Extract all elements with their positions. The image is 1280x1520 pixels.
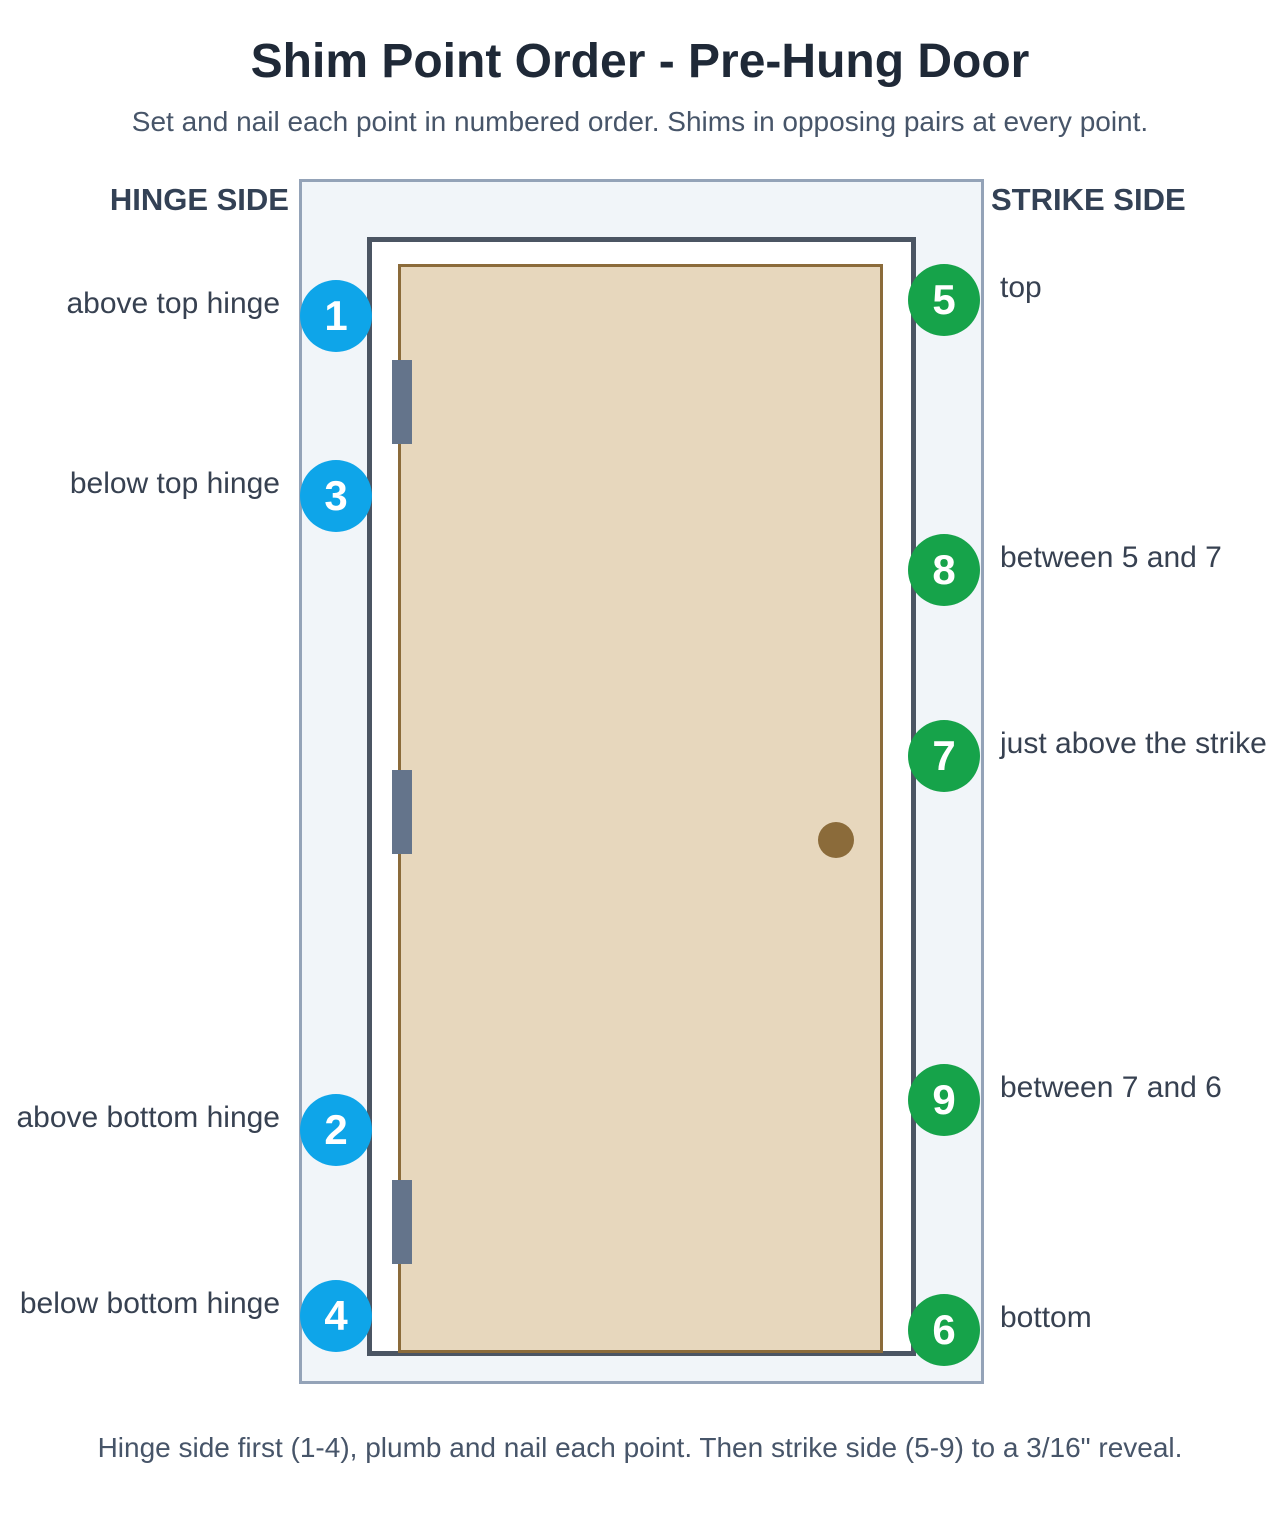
shim-label-9: between 7 and 6: [1000, 1071, 1222, 1104]
shim-label-2: above bottom hinge: [16, 1101, 280, 1134]
bottom-hinge: [392, 1180, 412, 1264]
shim-marker-5: 5: [908, 264, 980, 336]
shim-marker-8: 8: [908, 534, 980, 606]
shim-label-8: between 5 and 7: [1000, 541, 1222, 574]
door-slab: [398, 264, 883, 1353]
shim-label-7: just above the strike: [1000, 727, 1267, 760]
middle-hinge: [392, 770, 412, 854]
page-title: Shim Point Order - Pre-Hung Door: [250, 35, 1030, 88]
shim-label-4: below bottom hinge: [19, 1287, 280, 1320]
shim-marker-1: 1: [300, 280, 372, 352]
shim-label-1: above top hinge: [66, 287, 280, 320]
strike-side-label: STRIKE SIDE: [991, 182, 1186, 217]
shim-marker-9: 9: [908, 1064, 980, 1136]
shim-marker-4: 4: [300, 1280, 372, 1352]
door-knob: [818, 822, 854, 858]
shim-marker-6: 6: [908, 1294, 980, 1366]
top-hinge: [392, 360, 412, 444]
page-subtitle: Set and nail each point in numbered orde…: [131, 106, 1149, 137]
hinge-side-label: HINGE SIDE: [109, 182, 289, 217]
shim-marker-2: 2: [300, 1094, 372, 1166]
shim-marker-7: 7: [908, 720, 980, 792]
footer-note: Hinge side first (1-4), plumb and nail e…: [97, 1432, 1183, 1463]
shim-marker-3: 3: [300, 460, 372, 532]
shim-label-3: below top hinge: [69, 467, 280, 500]
shim-label-5: top: [1000, 271, 1042, 304]
shim-label-6: bottom: [1000, 1301, 1092, 1334]
